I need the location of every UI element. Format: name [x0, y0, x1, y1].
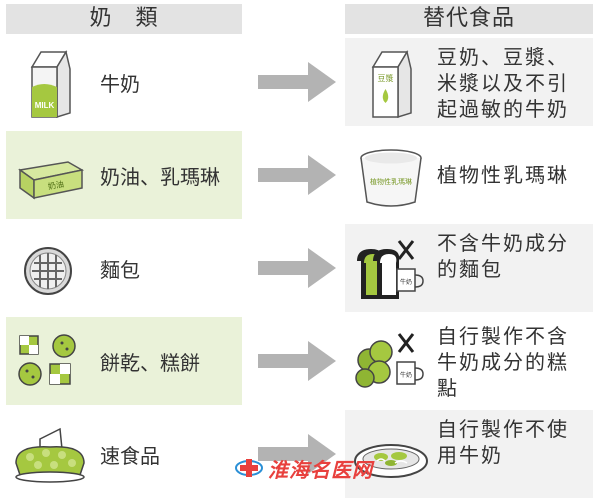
row-milk: MILK 牛奶 豆漿 豆奶、豆漿、米漿以及不引起過敏的牛奶 [0, 38, 600, 126]
substitute-label: 植物性乳瑪琳 [437, 163, 569, 187]
dairy-cell: 麵包 [6, 224, 242, 312]
substitute-label: 不含牛奶成分的麵包 [437, 231, 569, 281]
bread-bun-icon [10, 233, 90, 305]
fast-food-icon [10, 419, 90, 491]
dairy-item-label: 奶油、乳瑪琳 [100, 164, 220, 189]
substitute-cell: 自行製作不使用牛奶 [345, 410, 593, 498]
row-fast-food: 速食品 自行製作不使用牛奶 [0, 410, 600, 498]
svg-text:MILK: MILK [35, 101, 55, 110]
watermark-logo-icon [234, 455, 264, 481]
cookies-icon [10, 326, 90, 398]
substitute-cell: 牛奶 自行製作不含牛奶成分的糕點 [345, 317, 593, 405]
dairy-cell: 奶油 奶油、乳瑪琳 [6, 131, 242, 219]
arrow-right-icon [258, 432, 338, 476]
soy-milk-carton-icon: 豆漿 [351, 47, 431, 119]
svg-text:奶油: 奶油 [47, 179, 64, 192]
arrow-right-icon [258, 60, 338, 104]
dairy-cell: MILK 牛奶 [6, 38, 242, 126]
dairy-header: 奶 類 [6, 4, 242, 34]
svg-text:牛奶: 牛奶 [400, 278, 412, 286]
bread-no-milk-icon: 牛奶 [351, 233, 431, 305]
svg-text:植物性乳瑪琳: 植物性乳瑪琳 [370, 177, 412, 186]
dairy-item-label: 牛奶 [100, 71, 140, 96]
substitute-label: 自行製作不使用牛奶 [437, 417, 569, 467]
dairy-item-label: 餅乾、糕餅 [100, 350, 200, 375]
arrow-right-icon [258, 246, 338, 290]
substitute-cell: 植物性乳瑪琳 植物性乳瑪琳 [345, 131, 593, 219]
dairy-cell: 餅乾、糕餅 [6, 317, 242, 405]
cookies-no-milk-icon: 牛奶 [351, 326, 431, 398]
arrow-right-icon [258, 339, 338, 383]
substitute-label: 豆奶、豆漿、米漿以及不引起過敏的牛奶 [437, 45, 569, 121]
margarine-tub-icon: 植物性乳瑪琳 [351, 140, 431, 212]
row-bread: 麵包 牛奶 不含牛奶成分的麵包 [0, 224, 600, 312]
milk-carton-icon: MILK [10, 47, 90, 119]
substitute-cell: 牛奶 不含牛奶成分的麵包 [345, 224, 593, 312]
homemade-dish-icon [351, 419, 431, 491]
dairy-item-label: 速食品 [100, 443, 160, 468]
substitute-header: 替代食品 [345, 4, 593, 34]
row-cookies: 餅乾、糕餅 牛奶 自行製作不含牛奶成分的糕點 [0, 317, 600, 405]
butter-block-icon: 奶油 [10, 140, 90, 212]
watermark-text: 淮海名医网 [268, 457, 373, 482]
dairy-cell: 速食品 [6, 410, 242, 498]
dairy-item-label: 麵包 [100, 257, 140, 282]
watermark: 淮海名医网 [234, 453, 373, 483]
substitute-label: 自行製作不含牛奶成分的糕點 [437, 324, 569, 400]
row-butter: 奶油 奶油、乳瑪琳 植物性乳瑪琳 植物性乳瑪琳 [0, 131, 600, 219]
arrow-right-icon [258, 153, 338, 197]
substitute-cell: 豆漿 豆奶、豆漿、米漿以及不引起過敏的牛奶 [345, 38, 593, 126]
svg-text:豆漿: 豆漿 [378, 73, 394, 83]
svg-text:牛奶: 牛奶 [400, 371, 412, 379]
